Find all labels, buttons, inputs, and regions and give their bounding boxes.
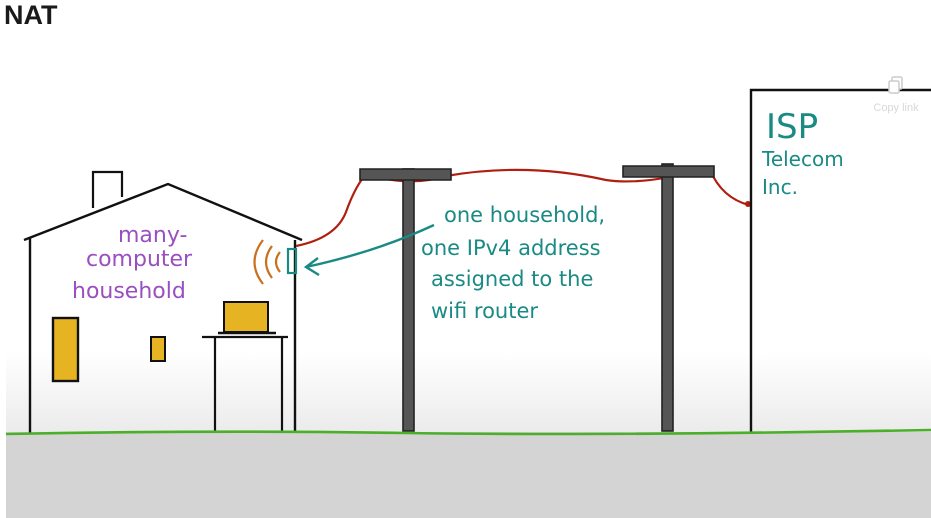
wifi-router: [286, 247, 298, 275]
annotation-line2: one IPv4 address: [421, 236, 601, 260]
house-roof: [23, 182, 303, 242]
ground-base: [6, 432, 931, 518]
house-label-line3: household: [72, 279, 186, 304]
pole-1-crossarm: [359, 168, 452, 181]
copy-link-button[interactable]: Copy link: [861, 76, 931, 116]
copy-link-label: Copy link: [873, 102, 919, 114]
wifi-wave-1: [274, 251, 281, 273]
wifi-wave-3: [253, 239, 264, 285]
pole-2-crossarm: [622, 165, 715, 178]
page-title: NAT: [4, 0, 58, 30]
copy-icon: [888, 76, 903, 94]
annotation-arrow: [305, 223, 435, 269]
laptop-screen: [223, 301, 269, 333]
ground-line: [6, 428, 931, 436]
wire-end: [745, 201, 751, 207]
house-label-line2: computer: [86, 247, 193, 272]
annotation-line3: assigned to the: [431, 267, 593, 291]
annotation-line1: one household,: [444, 203, 605, 227]
annotation-arrowhead: [303, 257, 320, 277]
pole-2: [661, 163, 674, 432]
isp-line1: Telecom: [761, 147, 844, 171]
isp-building: [749, 88, 931, 432]
isp-line2: Inc.: [762, 175, 798, 199]
isp-title: ISP: [766, 107, 818, 147]
chimney: [91, 170, 124, 208]
pole-1: [402, 168, 415, 432]
nat-illustration: many- computer household one household, …: [6, 88, 931, 518]
house-label-line1: many-: [118, 223, 187, 248]
wire-pole2-to-isp: [708, 169, 750, 207]
video-player[interactable]: many- computer household one household, …: [6, 52, 931, 518]
small-window: [150, 336, 166, 362]
annotation-line4: wifi router: [431, 299, 538, 323]
door: [51, 316, 80, 383]
table: [202, 335, 288, 432]
wire-house-to-pole1: [295, 171, 369, 248]
wifi-wave-2: [264, 245, 273, 279]
